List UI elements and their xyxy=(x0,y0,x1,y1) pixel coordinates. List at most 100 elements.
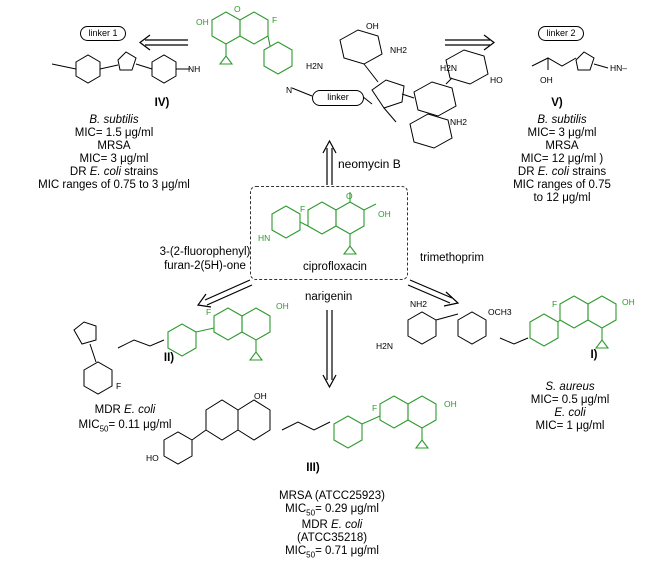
II-OH-atom: OH xyxy=(276,301,289,311)
III-F-atom: F xyxy=(372,403,378,413)
III-mic2-value: = 0.71 μg/ml xyxy=(315,545,379,558)
compound-V-activity: B. subtilis MIC= 3 μg/ml MRSA MIC= 12 μg… xyxy=(492,114,632,205)
compound-II-structure xyxy=(73,321,165,395)
compound-III-structure xyxy=(163,399,331,465)
arrow-up-neomycin xyxy=(322,139,337,185)
II-F-phenyl-atom: F xyxy=(116,381,122,391)
III-organism2-italic: E. coli xyxy=(331,519,363,532)
I-mic1: MIC= 0.5 μg/ml xyxy=(530,394,610,406)
compound-IV-activity: B. subtilis MIC= 1.5 μg/ml MRSA MIC= 3 μ… xyxy=(14,114,214,192)
I-NH2-atom: NH2 xyxy=(410,299,428,309)
compound-IV-cipro xyxy=(211,11,293,75)
III-mic1-value: = 0.29 μg/ml xyxy=(315,503,379,515)
linker-box: linker xyxy=(312,90,364,106)
reagent-trimethoprim-label: trimethoprim xyxy=(420,252,484,264)
arrow-to-I xyxy=(407,279,460,307)
II-mic-sub: 50 xyxy=(99,424,109,434)
I-F-atom: F xyxy=(552,299,558,309)
III-OH-atom: OH xyxy=(254,391,267,401)
II-organism-prefix: MDR xyxy=(94,404,125,416)
IV-OH-atom: OH xyxy=(196,17,209,27)
III-mic2-prefix: MIC xyxy=(285,545,307,558)
V-mic1: MIC= 3 μg/ml xyxy=(527,127,597,139)
cipro-OH-atom: OH xyxy=(378,209,391,219)
compound-II-label: II) xyxy=(163,352,175,364)
compound-V-structure xyxy=(531,51,609,71)
neomycin-NH2-atom-2: NH2 xyxy=(450,117,468,127)
I-organism2: E. coli xyxy=(554,407,586,419)
V-organism3: DR E. coli strains xyxy=(492,166,632,179)
linker2-box: linker 2 xyxy=(538,26,584,41)
III-organism2-prefix: MDR xyxy=(301,519,332,532)
I-OCH3-atom: OCH3 xyxy=(488,307,512,317)
II-mic: MIC50= 0.11 μg/ml xyxy=(60,419,190,435)
III-mic2: MIC50= 0.71 μg/ml xyxy=(262,545,402,561)
IV-organism2: MRSA xyxy=(97,140,131,152)
compound-I-cipro xyxy=(529,295,617,349)
IV-NH-atom: NH xyxy=(188,64,201,74)
arrow-to-V xyxy=(445,34,495,51)
IV-mic2: MIC= 3 μg/ml xyxy=(79,153,149,165)
III-organism1: MRSA (ATCC25923) xyxy=(279,490,385,502)
arrow-to-II xyxy=(196,279,253,308)
V-organism1: B. subtilis xyxy=(537,114,587,126)
neomycin-NH2-atom: NH2 xyxy=(390,45,408,55)
II-organism-italic: E. coli xyxy=(124,404,156,416)
V-organism3-suffix: strains xyxy=(569,166,607,178)
II-organism: MDR E. coli xyxy=(60,404,190,417)
IV-N-atom: N xyxy=(286,85,293,95)
IV-mic1: MIC= 1.5 μg/ml xyxy=(74,127,154,139)
compound-IV-label: IV) xyxy=(154,97,170,109)
III-organism2: MDR E. coli xyxy=(262,519,402,532)
IV-organism3: DR E. coli strains xyxy=(14,166,214,179)
III-mic2-sub: 50 xyxy=(306,550,316,560)
compound-II-cipro xyxy=(167,307,271,361)
ciprofloxacin-box xyxy=(250,186,408,280)
reagent-neomycin-label: neomycin B xyxy=(338,157,401,171)
compound-IV-structure xyxy=(51,51,190,84)
cipro-HN-atom: HN xyxy=(258,233,271,243)
IV-organism3-prefix: DR xyxy=(69,166,90,178)
V-organism3-prefix: DR xyxy=(517,166,538,178)
V-organism3-italic: E. coli xyxy=(537,166,570,178)
compound-V-label: V) xyxy=(551,97,563,109)
compound-I-label: I) xyxy=(590,349,598,361)
IV-F-atom: F xyxy=(272,15,278,25)
linker1-box: linker 1 xyxy=(80,26,126,41)
IV-organism3-italic: E. coli xyxy=(89,166,122,178)
neomycin-HO-atom: HO xyxy=(490,75,503,85)
ciprofloxacin-label: ciprofloxacin xyxy=(303,261,367,273)
III-organism2-strain: (ATCC35218) xyxy=(296,532,368,545)
compound-I-activity: S. aureus MIC= 0.5 μg/ml E. coli MIC= 1 … xyxy=(510,381,630,433)
V-organism2: MRSA xyxy=(545,140,579,152)
III-mic1-sub: 50 xyxy=(306,508,316,518)
neomycin-structure xyxy=(339,29,489,149)
I-H2N-atom: H2N xyxy=(376,341,394,351)
ciprofloxacin-structure xyxy=(271,192,377,255)
V-mic3b: to 12 μg/ml xyxy=(533,192,591,204)
III-mic1: MIC50= 0.29 μg/ml xyxy=(262,503,402,519)
neomycin-OH-atom: OH xyxy=(366,21,379,31)
V-mic3a: MIC ranges of 0.75 xyxy=(513,179,611,191)
III-mic1-prefix: MIC xyxy=(285,503,307,515)
V-HN-atom: HN– xyxy=(610,63,628,73)
I-organism1: S. aureus xyxy=(545,381,595,393)
IV-O-atom: O xyxy=(234,4,241,14)
II-mic-prefix: MIC xyxy=(78,419,100,431)
IV-organism3-suffix: strains xyxy=(121,166,159,178)
cipro-O-atom: O xyxy=(346,191,353,201)
IV-mic3: MIC ranges of 0.75 to 3 μg/ml xyxy=(38,179,190,191)
V-mic2: MIC= 12 μg/ml ) xyxy=(520,153,604,165)
neomycin-H2N-atom-2: H2N xyxy=(440,63,458,73)
III-HO-atom: HO xyxy=(146,453,159,463)
neomycin-H2N-atom: H2N xyxy=(306,61,324,71)
reagent-narigenin-label: narigenin xyxy=(305,291,353,303)
reagent-furanone-line2: furan-2(5H)-one xyxy=(164,260,246,272)
compound-III-cipro xyxy=(333,395,437,449)
compound-III-label: III) xyxy=(306,462,320,474)
V-OH-atom: OH xyxy=(540,75,553,85)
II-mic-value: = 0.11 μg/ml xyxy=(108,419,172,431)
cipro-F-atom: F xyxy=(300,204,306,214)
arrow-to-IV xyxy=(139,34,188,51)
